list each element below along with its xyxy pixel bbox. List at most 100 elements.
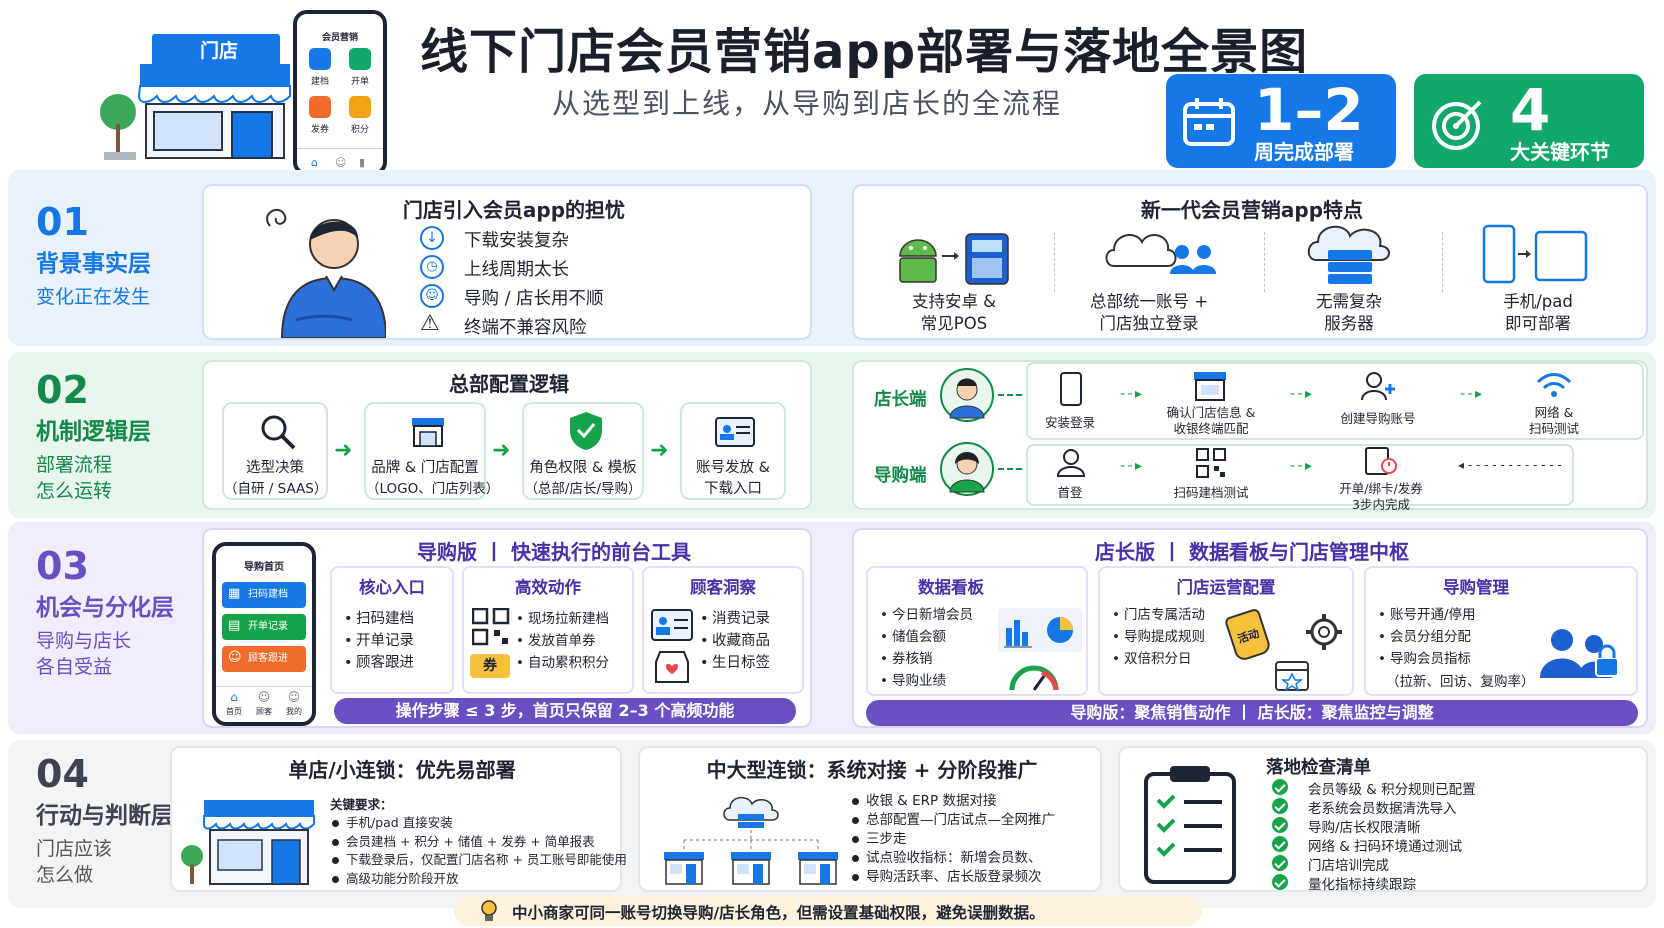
settings-calendar-icon [1275, 614, 1342, 692]
flow-step: 收银终端匹配 [1173, 421, 1249, 436]
page-title: 线下门店会员营销app部署与落地全景图 [420, 24, 1309, 80]
guide-phone-title: 导购首页 [244, 562, 284, 573]
stat-label: 周完成部署 [1254, 140, 1354, 164]
guide-label: 导购端 [874, 466, 927, 486]
qr-code-icon [472, 608, 510, 646]
stat-weeks: 1–2 周完成部署 [1166, 74, 1396, 168]
config-step: 品牌 & 门店配置 （LOGO、门店列表） [364, 402, 499, 500]
phone-pad-icon [1482, 224, 1588, 284]
store-icon [412, 418, 444, 447]
manager-tip-bar: 导购版：聚焦销售动作 丨 店长版：聚焦监控与调整 [866, 700, 1638, 726]
lightbulb-icon [481, 900, 497, 921]
manager-version-title: 店长版 丨 数据看板与门店管理中枢 [1095, 540, 1409, 564]
config-panel: 总部配置逻辑 选型决策 （自研 / SAAS） ➜ 品牌 & 门店配置 （LOG… [202, 360, 812, 510]
check-item: 网络 & 扫码环境通过测试 [1270, 835, 1476, 855]
chart-icon: ▮ [359, 156, 366, 169]
guide-phone-mockup: 导购首页 扫码建档 开单记录 顾客跟进 ▦ ▤ ☺ ⌂ ☺ ☺ 首页 顾客 我的 [212, 542, 316, 726]
flow-step: 扫码测试 [1528, 421, 1579, 436]
worried-person-illustration [266, 208, 386, 338]
flow-step: 3步内完成 [1352, 497, 1410, 512]
check-item: 门店培训完成 [1270, 854, 1476, 874]
feature-label: 服务器 [1324, 314, 1374, 333]
add-user-icon [1361, 372, 1395, 401]
qr-code-icon [1196, 448, 1226, 478]
phone-item: 开单 [350, 77, 369, 87]
large-chain-title: 中大型连锁：系统对接 + 分阶段推广 [706, 758, 1038, 782]
target-icon [1432, 100, 1482, 150]
order-record-button[interactable]: 开单记录 [222, 614, 306, 640]
team-lock-icon [1540, 629, 1619, 678]
small-store-icon [181, 800, 315, 885]
qr-code-icon: ▦ [228, 586, 241, 601]
checklist-title: 落地检查清单 [1266, 758, 1371, 778]
store-sign: 门店 [199, 40, 238, 62]
page-subtitle: 从选型到上线，从导购到店长的全流程 [552, 87, 1063, 120]
user-icon: ☺ [420, 284, 444, 308]
guide-version-title: 导购版 丨 快速执行的前台工具 [417, 540, 691, 564]
feature-label: 门店独立登录 [1099, 314, 1199, 333]
checklist-panel: 落地检查清单 会员等级 & 积分规则已配置 老系统会员数据清洗导入 导购/店长权… [1118, 746, 1648, 893]
arrow-right-icon: ➜ [650, 438, 669, 463]
manager-lane: 安装登录 - - ▸ 确认门店信息 & 收银终端匹配 - - ▸ 创建导购账号 … [1026, 362, 1644, 440]
calendar-icon [1183, 98, 1235, 146]
manager-version-panel: 店长版 丨 数据看板与门店管理中枢 数据看板 今日新增会员储值会额券核销导购业绩… [852, 528, 1648, 728]
guide-tip-bar: 操作步骤 ≤ 3 步，首页只保留 2–3 个高频功能 [334, 698, 796, 724]
tip-banner: 中小商家可同一账号切换导购/店长角色，但需设置基础权限，避免误删数据。 [454, 896, 1202, 926]
clipboard-checklist-icon [1144, 766, 1236, 884]
guide-management-card: 导购管理 账号开通/停用会员分组分配导购会员指标 （拉新、回访、复购率） [1364, 566, 1638, 696]
shield-icon [570, 412, 602, 450]
profile-icon [309, 48, 331, 70]
no-server-icon [1307, 226, 1390, 284]
customer-insight-card: 顾客洞察 消费记录收藏商品生日标签 [642, 566, 804, 694]
phone-title: 会员营销 [321, 33, 358, 43]
wifi-icon [1536, 373, 1572, 397]
manager-avatar [940, 368, 994, 422]
feature-label: 即可部署 [1505, 314, 1571, 333]
concerns-title: 门店引入会员app的担忧 [402, 198, 626, 222]
nav-label: 首页 [226, 707, 242, 716]
feature-label: 常见POS [920, 314, 988, 333]
checklist-clock-icon [1365, 447, 1397, 475]
feature-label: 无需复杂 [1316, 292, 1382, 311]
flow-step: 开单/绑卡/发券 [1339, 481, 1423, 496]
clock-icon: ◷ [420, 255, 444, 279]
config-title: 总部配置逻辑 [449, 372, 569, 396]
warning-icon: ⚠ [420, 311, 440, 336]
feature-label: 总部统一账号 + [1089, 292, 1209, 311]
arrow-right-icon: ➜ [492, 438, 511, 463]
feature-label: 支持安卓 & [911, 292, 997, 311]
phone-mockup: 会员营销 建档 开单 发券 积分 ⌂ ☺ ▮ [293, 10, 387, 176]
activity-tag: 活动 [1223, 607, 1273, 663]
flow-step: 网络 & [1534, 405, 1574, 420]
flow-step: 确认门店信息 & [1166, 405, 1256, 420]
guide-avatar [940, 442, 994, 496]
coupon-icon [309, 96, 331, 118]
config-step: 角色权限 & 模板 （总部/店长/导购） [522, 402, 644, 500]
phone-icon [1060, 372, 1082, 406]
scan-button[interactable]: 扫码建档 [222, 582, 306, 608]
customer-profile-icon [651, 609, 693, 683]
layer-label-03: 03 机会与分化层 导购与店长 各自受益 [36, 544, 174, 678]
check-item: 会员等级 & 积分规则已配置 [1270, 778, 1476, 798]
list-icon: ▤ [228, 618, 241, 633]
manager-label: 店长端 [874, 390, 927, 410]
me-icon: ☺ [287, 690, 301, 704]
checklist-items: 会员等级 & 积分规则已配置 老系统会员数据清洗导入 导购/店长权限清晰 网络 … [1270, 778, 1476, 893]
requirement-list: 手机/pad 直接安装会员建档 + 积分 + 储值 + 发券 + 简单报表下载登… [330, 814, 627, 888]
dashboard-chart-icon [998, 608, 1082, 691]
flow-step: 安装登录 [1044, 415, 1095, 430]
cloud-accounts-icon [1105, 234, 1216, 274]
layer-label-02: 02 机制逻辑层 部署流程 怎么运转 [36, 368, 151, 502]
arrow-right-icon: ➜ [334, 438, 353, 463]
user-icon: ☺ [335, 156, 347, 169]
flow-step: 创建导购账号 [1340, 411, 1416, 426]
id-card-icon [715, 417, 755, 447]
layer-label-01: 01 背景事实层 变化正在发生 [36, 200, 151, 308]
customer-followup-button[interactable]: 顾客跟进 [222, 646, 306, 672]
search-icon [261, 415, 296, 450]
concerns-panel: 门店引入会员app的担忧 ↓下载安装复杂 ◷上线周期太长 ☺导购 / 店长用不顺… [202, 184, 812, 340]
user-icon: ☺ [228, 650, 242, 665]
guide-lane: 首登 - - ▸ 扫码建档测试 - - ▸ 开单/绑卡/发券 3步内完成 ◂ -… [1026, 444, 1574, 512]
